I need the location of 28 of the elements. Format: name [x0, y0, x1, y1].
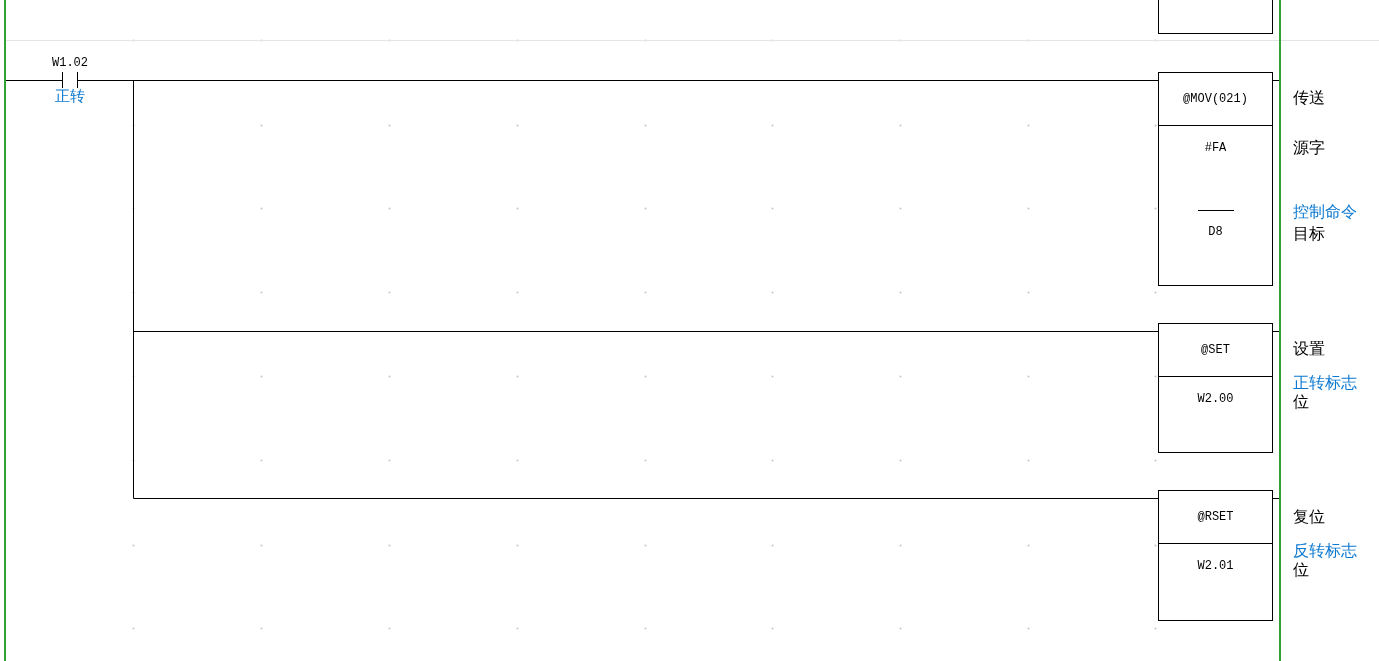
instruction-box [1158, 72, 1273, 286]
ladder-wire [1272, 498, 1280, 499]
operand-comment: 源字 [1293, 139, 1325, 157]
operand-address: W2.01 [1197, 559, 1234, 573]
symbol-comment: 正转 [55, 87, 85, 105]
ladder-wire [1272, 80, 1280, 81]
operand-comment: 目标 [1293, 225, 1325, 243]
instruction-box [1158, 490, 1273, 621]
symbol-comment: 正转标志 [1293, 374, 1357, 392]
operand-comment: 位 [1293, 561, 1309, 579]
symbol-comment: 反转标志 [1293, 542, 1357, 560]
instruction-comment: 复位 [1293, 508, 1325, 526]
symbol-comment: 控制命令 [1293, 203, 1357, 221]
ladder-wire [5, 80, 51, 81]
operand-comment: 位 [1293, 393, 1309, 411]
operand-address: W1.02 [52, 56, 88, 70]
instruction-box [1158, 323, 1273, 453]
ladder-wire [1272, 331, 1280, 332]
instruction-box [1158, 0, 1273, 34]
instruction-comment: 设置 [1293, 340, 1325, 358]
operand-address: #FA [1204, 141, 1227, 155]
instruction-name: @RSET [1197, 510, 1234, 524]
instruction-name: @SET [1201, 343, 1230, 357]
instruction-comment: 传送 [1293, 89, 1325, 107]
ladder-wire [89, 80, 1159, 499]
operand-address: D8 [1208, 225, 1223, 239]
instruction-name: @MOV(021) [1183, 92, 1248, 106]
operand-address: W2.00 [1197, 392, 1234, 406]
